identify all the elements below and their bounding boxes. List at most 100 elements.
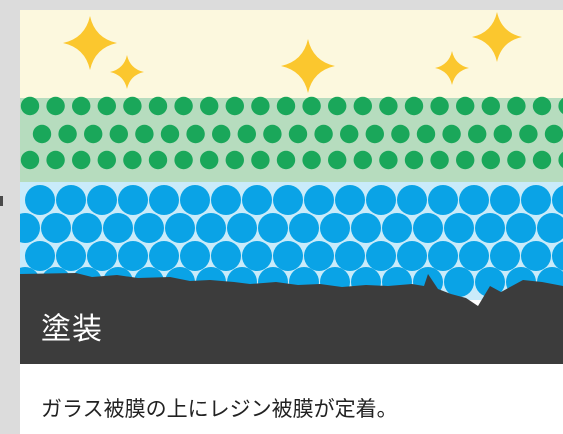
resin-dot — [56, 241, 86, 271]
resin-dot — [273, 241, 303, 271]
glass-dot — [379, 96, 398, 116]
resin-dot — [490, 185, 520, 215]
glass-dot — [493, 124, 512, 144]
glass-dot — [353, 96, 372, 116]
glass-dot — [58, 124, 77, 144]
glass-dot — [430, 96, 449, 116]
glass-dot — [135, 124, 154, 144]
resin-dot — [304, 185, 334, 215]
glass-dot — [365, 124, 384, 144]
resin-dot — [444, 213, 474, 243]
resin-dot — [335, 185, 365, 215]
resin-dot — [397, 185, 427, 215]
resin-dot — [304, 241, 334, 271]
resin-dot — [273, 185, 303, 215]
resin-dot — [351, 213, 381, 243]
glass-dot — [391, 124, 410, 144]
sparkle-icon — [435, 51, 469, 85]
sparkle-icon — [110, 55, 144, 89]
coating-layers-illustration — [20, 10, 563, 364]
glass-dot — [328, 96, 347, 116]
glass-dot — [416, 124, 436, 144]
resin-dot — [211, 185, 241, 215]
glass-dot — [20, 96, 40, 116]
paint-base-layer — [20, 273, 563, 364]
glass-dot — [148, 150, 168, 170]
resin-dot — [459, 241, 489, 271]
glass-dot — [186, 124, 205, 144]
glass-dot — [404, 96, 424, 116]
sky-background — [20, 10, 563, 98]
glass-dot — [468, 124, 487, 144]
sparkle-icon — [63, 16, 117, 70]
glass-coating-dots — [20, 96, 563, 170]
resin-dot — [413, 213, 443, 243]
resin-dot — [25, 185, 55, 215]
glass-dot — [46, 150, 65, 170]
sparkle-icon — [472, 12, 522, 62]
resin-dot — [242, 241, 272, 271]
left-marker — [0, 196, 3, 206]
resin-dot — [444, 267, 474, 297]
glass-dot — [174, 96, 193, 116]
glass-dot — [353, 150, 372, 170]
glass-dot — [519, 124, 538, 144]
glass-dot — [456, 96, 475, 116]
resin-dot — [87, 241, 117, 271]
resin-dot — [289, 213, 319, 243]
sparkle-icon — [281, 39, 335, 93]
resin-dot — [537, 213, 563, 243]
resin-dot — [72, 213, 102, 243]
glass-dot — [174, 150, 193, 170]
resin-dot — [227, 213, 257, 243]
glass-dot — [237, 124, 256, 144]
resin-dot — [428, 185, 458, 215]
resin-dot — [490, 241, 520, 271]
resin-dot — [366, 185, 396, 215]
glass-dot — [84, 124, 103, 144]
glass-dot — [302, 150, 321, 170]
resin-dot — [366, 241, 396, 271]
resin-dot — [41, 213, 71, 243]
resin-dot — [397, 241, 427, 271]
glass-dot — [481, 150, 500, 170]
resin-dot — [211, 241, 241, 271]
glass-dot — [200, 150, 219, 170]
resin-dot — [103, 213, 133, 243]
glass-dot — [160, 124, 180, 144]
sparkles-group — [63, 12, 522, 93]
resin-dot — [506, 213, 536, 243]
resin-dot — [459, 185, 489, 215]
glass-dot — [558, 98, 563, 114]
glass-dot — [212, 124, 231, 144]
glass-dot — [532, 96, 552, 116]
glass-dot — [288, 124, 308, 144]
resin-dot — [56, 185, 86, 215]
glass-dot — [148, 96, 168, 116]
resin-dot — [25, 241, 55, 271]
glass-dot — [328, 150, 347, 170]
glass-dot — [558, 152, 563, 168]
paint-label: 塗装 — [41, 312, 103, 347]
glass-dot — [507, 150, 526, 170]
glass-dot — [72, 96, 91, 116]
glass-dot — [544, 124, 563, 144]
resin-dot — [149, 241, 179, 271]
glass-dot — [123, 150, 142, 170]
resin-dot — [118, 241, 148, 271]
glass-dot — [46, 96, 65, 116]
glass-dot — [430, 150, 449, 170]
resin-dot — [180, 241, 210, 271]
glass-dot — [32, 124, 52, 144]
glass-dot — [314, 124, 333, 144]
glass-dot — [97, 96, 117, 116]
glass-dot — [379, 150, 398, 170]
glass-dot — [302, 96, 321, 116]
resin-dot — [196, 213, 226, 243]
resin-dot — [20, 213, 40, 243]
glass-dot — [97, 150, 117, 170]
glass-dot — [109, 124, 128, 144]
glass-dot — [225, 96, 244, 116]
glass-dot — [200, 96, 219, 116]
glass-dot — [507, 96, 526, 116]
